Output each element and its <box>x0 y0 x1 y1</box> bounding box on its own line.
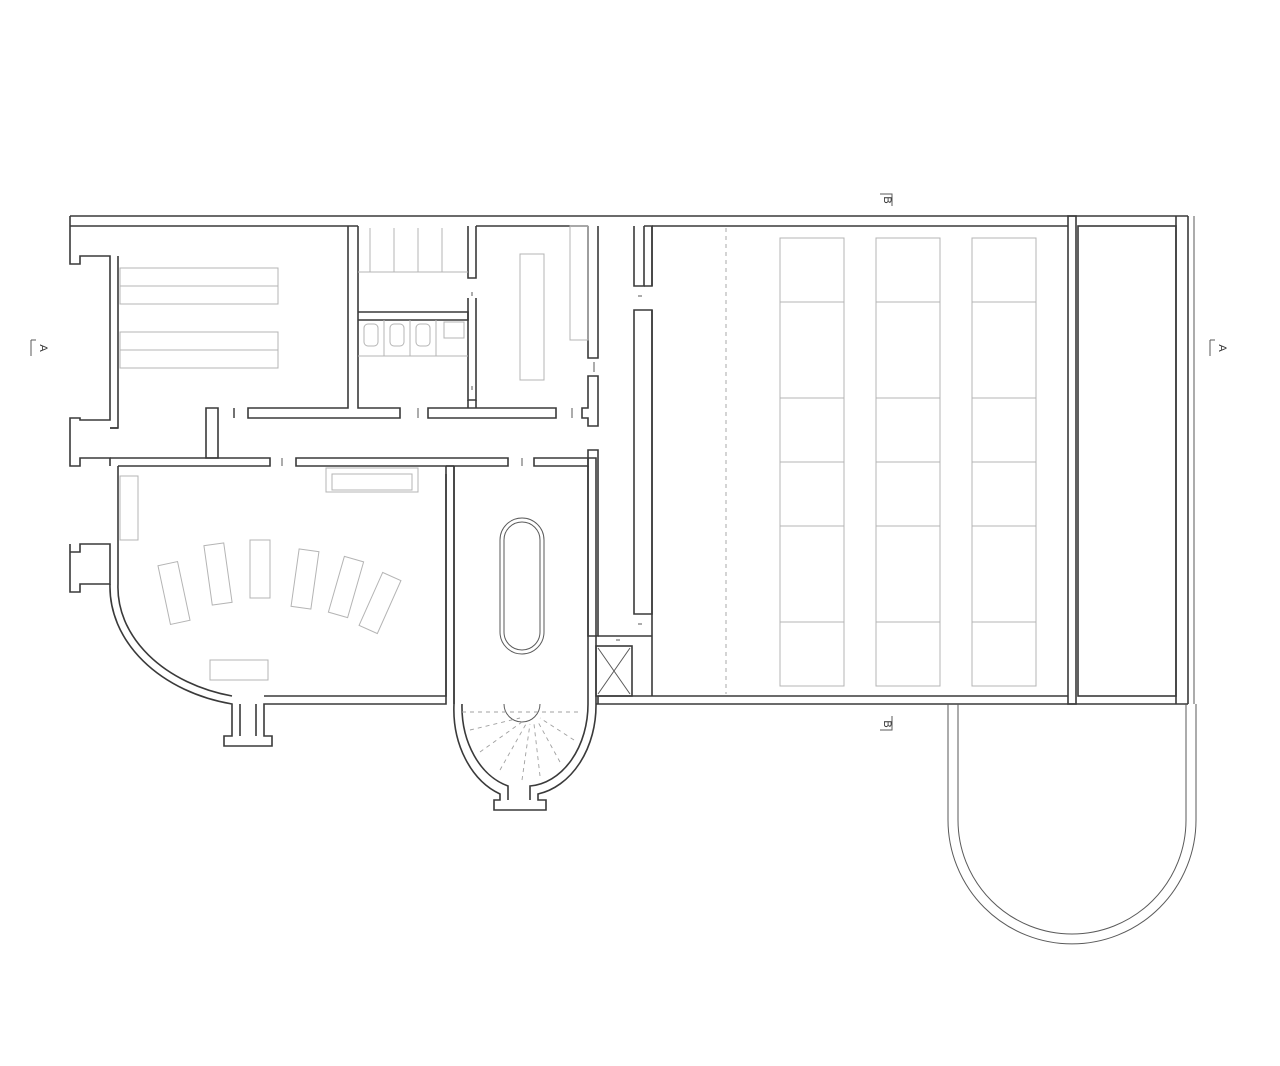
section-label: A <box>1216 344 1228 352</box>
hall-display-grid <box>725 228 1037 694</box>
section-marker-a-right: A <box>1209 339 1228 356</box>
section-marker-a-left: A <box>30 339 49 356</box>
outer-walls <box>69 215 1195 705</box>
terrace <box>947 704 1197 945</box>
section-marker-b-bottom: B <box>880 716 893 731</box>
section-label: A <box>37 344 49 352</box>
section-label: B <box>881 196 893 203</box>
wc-fixtures <box>358 225 589 381</box>
curved-room-walls <box>109 457 589 747</box>
door-gaps <box>233 292 642 641</box>
section-label: B <box>881 720 893 727</box>
section-marker-b-top: B <box>880 193 893 206</box>
exhibition-tables <box>119 467 419 681</box>
storage-shelves <box>119 267 279 369</box>
stair-room <box>446 457 633 811</box>
